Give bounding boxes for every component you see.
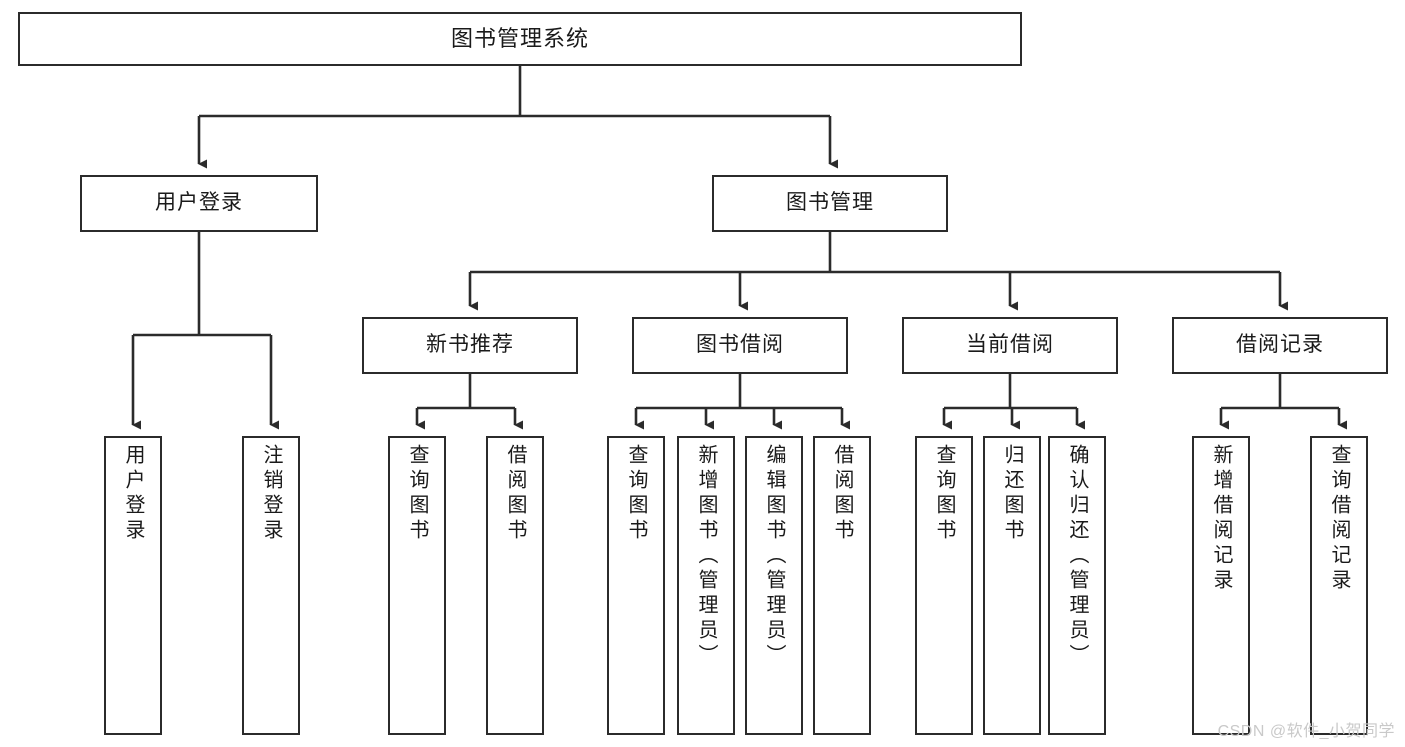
- node-book-manage-label: 图书管理: [786, 191, 874, 215]
- node-leaf-add-book-admin[interactable]: 新增图书（管理员）: [677, 436, 735, 735]
- node-current-borrow-label: 当前借阅: [966, 333, 1054, 357]
- node-leaf-add-borrow-record[interactable]: 新增借阅记录: [1192, 436, 1250, 735]
- node-root-label: 图书管理系统: [450, 26, 589, 52]
- node-leaf-user-login-label: 用户登录: [122, 444, 144, 544]
- node-leaf-confirm-return-admin-label: 确认归还（管理员）: [1066, 444, 1088, 669]
- node-leaf-query-book-1-label: 查询图书: [406, 444, 428, 544]
- node-leaf-user-logout[interactable]: 注销登录: [242, 436, 300, 735]
- node-new-book-recommend-label: 新书推荐: [426, 333, 514, 357]
- node-leaf-query-book-2[interactable]: 查询图书: [607, 436, 665, 735]
- node-root[interactable]: 图书管理系统: [18, 12, 1022, 66]
- node-leaf-borrow-book-1-label: 借阅图书: [504, 444, 526, 544]
- node-leaf-add-borrow-record-label: 新增借阅记录: [1210, 444, 1232, 594]
- node-user-login-label: 用户登录: [155, 191, 243, 215]
- node-book-borrow-label: 图书借阅: [696, 333, 784, 357]
- node-user-login[interactable]: 用户登录: [80, 175, 318, 232]
- node-leaf-query-borrow-record-label: 查询借阅记录: [1328, 444, 1350, 594]
- node-leaf-borrow-book-1[interactable]: 借阅图书: [486, 436, 544, 735]
- node-new-book-recommend[interactable]: 新书推荐: [362, 317, 578, 374]
- node-leaf-borrow-book-2-label: 借阅图书: [831, 444, 853, 544]
- node-leaf-query-borrow-record[interactable]: 查询借阅记录: [1310, 436, 1368, 735]
- node-leaf-add-book-admin-label: 新增图书（管理员）: [695, 444, 717, 669]
- node-book-borrow[interactable]: 图书借阅: [632, 317, 848, 374]
- node-leaf-user-logout-label: 注销登录: [260, 444, 282, 544]
- node-leaf-query-book-1[interactable]: 查询图书: [388, 436, 446, 735]
- node-leaf-edit-book-admin-label: 编辑图书（管理员）: [763, 444, 785, 669]
- node-current-borrow[interactable]: 当前借阅: [902, 317, 1118, 374]
- node-leaf-return-book-label: 归还图书: [1001, 444, 1023, 544]
- node-leaf-return-book[interactable]: 归还图书: [983, 436, 1041, 735]
- node-leaf-query-book-3[interactable]: 查询图书: [915, 436, 973, 735]
- node-borrow-record-label: 借阅记录: [1236, 333, 1324, 357]
- node-borrow-record[interactable]: 借阅记录: [1172, 317, 1388, 374]
- node-leaf-confirm-return-admin[interactable]: 确认归还（管理员）: [1048, 436, 1106, 735]
- node-leaf-user-login[interactable]: 用户登录: [104, 436, 162, 735]
- node-leaf-query-book-2-label: 查询图书: [625, 444, 647, 544]
- node-leaf-edit-book-admin[interactable]: 编辑图书（管理员）: [745, 436, 803, 735]
- node-leaf-query-book-3-label: 查询图书: [933, 444, 955, 544]
- node-book-manage[interactable]: 图书管理: [712, 175, 948, 232]
- node-leaf-borrow-book-2[interactable]: 借阅图书: [813, 436, 871, 735]
